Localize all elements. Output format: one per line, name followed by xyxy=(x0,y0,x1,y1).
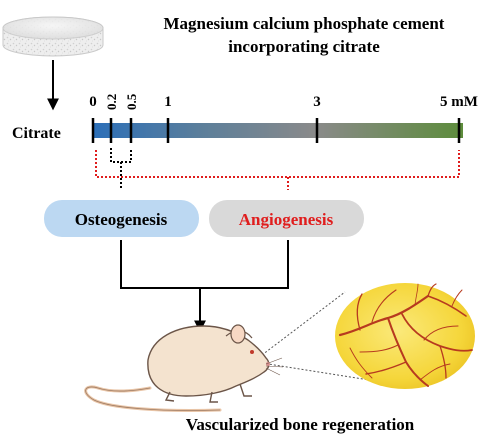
angio-bracket xyxy=(95,150,460,190)
angiogenesis-pill: Angiogenesis xyxy=(209,200,364,237)
tick-label-5: 5 mM xyxy=(440,94,478,110)
tick-label-0.5: 0.5 xyxy=(124,93,139,110)
blood-vessel-icon xyxy=(335,283,475,389)
title-line-1: Magnesium calcium phosphate cement xyxy=(164,14,445,33)
tick-label-3: 3 xyxy=(313,94,321,110)
scale-ticks xyxy=(91,118,461,143)
citrate-gradient-bar xyxy=(93,123,463,138)
outcome-connector xyxy=(120,240,289,289)
cement-disc-icon xyxy=(2,16,104,57)
osteogenesis-pill: Osteogenesis xyxy=(44,200,199,237)
tick-label-0: 0 xyxy=(89,94,97,110)
title-line-2: incorporating citrate xyxy=(228,37,380,56)
osteo-bracket xyxy=(110,148,132,190)
zoom-lines xyxy=(261,291,389,384)
rat-icon xyxy=(84,324,284,413)
citrate-label: Citrate xyxy=(12,125,61,142)
angiogenesis-label: Angiogenesis xyxy=(239,210,334,229)
tick-label-0.2: 0.2 xyxy=(104,94,119,110)
tick-label-1: 1 xyxy=(164,94,172,110)
osteogenesis-label: Osteogenesis xyxy=(75,210,168,229)
result-caption: Vascularized bone regeneration xyxy=(186,415,415,434)
